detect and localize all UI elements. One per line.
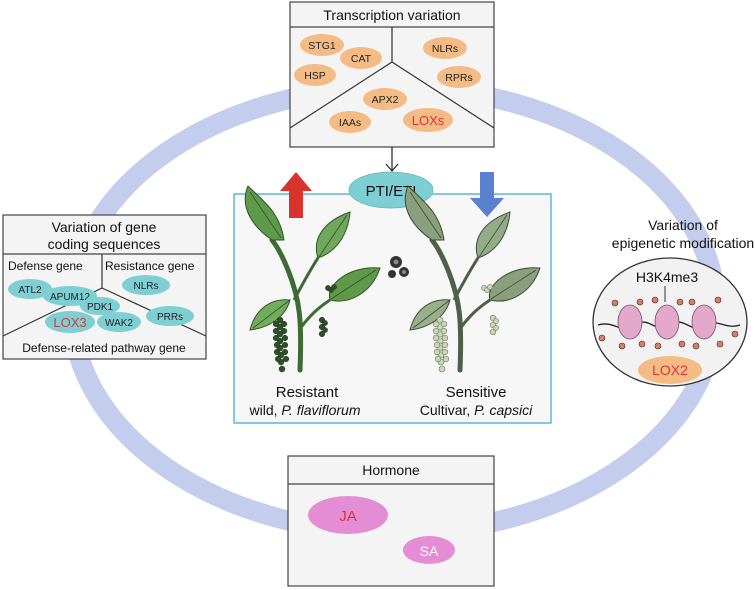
gene-iaas-label: IAAs: [339, 117, 361, 129]
center-panel: PTI/ETI: [233, 171, 552, 424]
down-arrow-icon: [470, 172, 504, 217]
pathway-gene-label: Defense-related pathway gene: [22, 341, 186, 355]
gene-stg1-label: STG1: [308, 40, 336, 52]
up-arrow-icon: [280, 172, 312, 218]
hormone-sa: [403, 536, 455, 564]
coding-title-1: Variation of gene: [52, 219, 157, 235]
gene-wak2: [97, 312, 141, 332]
gene-lox3: [45, 311, 95, 333]
sensitive-plant: [404, 185, 541, 373]
methyl-marks: [598, 296, 739, 350]
gene-stg1: [300, 34, 344, 56]
gene-nlrs-t-label: NLRs: [432, 43, 458, 55]
transcription-title: Transcription variation: [323, 7, 460, 23]
gene-cat: [340, 47, 382, 69]
gene-atl2: [8, 279, 52, 299]
hormone-box: Hormone JA SA: [287, 455, 495, 587]
gene-apx2: [363, 88, 407, 110]
gene-wak2-label: WAK2: [105, 318, 133, 329]
gene-pdk1: [80, 297, 120, 315]
hormone-ja-label: JA: [339, 508, 357, 525]
gene-rprs: [437, 66, 481, 88]
gene-cat-label: CAT: [351, 53, 372, 65]
gene-nlrs-t: [423, 37, 467, 59]
hormone-ja: [308, 496, 388, 534]
epigenetic-section: Variation of epigenetic modification H3K…: [592, 217, 754, 387]
gene-lox3-label: LOX3: [53, 315, 86, 330]
coding-box: Variation of gene coding sequences Defen…: [2, 214, 207, 360]
epigenetic-title-2: epigenetic modification: [612, 235, 754, 251]
gene-iaas: [329, 111, 371, 133]
gene-hsp: [294, 64, 336, 86]
sensitive-subtitle: Cultivar, P. capsici: [420, 402, 533, 418]
epigenetic-title-1: Variation of: [648, 217, 718, 233]
gene-prrs-label: PRRs: [157, 312, 183, 323]
gene-loxs-label: LOXs: [412, 113, 445, 128]
gene-apx2-label: APX2: [372, 94, 399, 106]
resistant-plant: [244, 185, 381, 373]
gene-loxs: [403, 108, 453, 132]
defense-gene-label: Defense gene: [8, 259, 83, 273]
transcription-arrow-head: [385, 163, 399, 172]
transcription-box: Transcription variation STG1 CAT HSP NLR…: [289, 1, 495, 148]
coding-title-2: coding sequences: [48, 236, 161, 252]
gene-atl2-label: ATL2: [18, 285, 42, 296]
gene-rprs-label: RPRs: [445, 72, 472, 84]
gene-pdk1-label: PDK1: [87, 302, 114, 313]
gene-lox2: [638, 356, 702, 384]
resistant-label: Resistant: [276, 384, 339, 401]
gene-lox2-label: LOX2: [652, 362, 688, 378]
pathogen-icon: [388, 256, 409, 278]
gene-prrs: [146, 306, 194, 326]
nucleosome-icons: [617, 304, 717, 340]
hormone-sa-label: SA: [420, 543, 439, 559]
pti-eti-label: PTI/ETI: [366, 183, 417, 200]
gene-nlrs-c: [122, 275, 170, 295]
gene-hsp-label: HSP: [304, 70, 326, 82]
hormone-title: Hormone: [362, 462, 420, 478]
gene-apum12-label: APUM12: [50, 292, 90, 303]
resistance-gene-label: Resistance gene: [105, 259, 195, 273]
gene-nlrs-c-label: NLRs: [133, 281, 158, 292]
resistant-subtitle: wild, P. flaviflorum: [248, 402, 360, 418]
sensitive-label: Sensitive: [446, 384, 507, 401]
h3k4me3-label: H3K4me3: [636, 269, 698, 285]
